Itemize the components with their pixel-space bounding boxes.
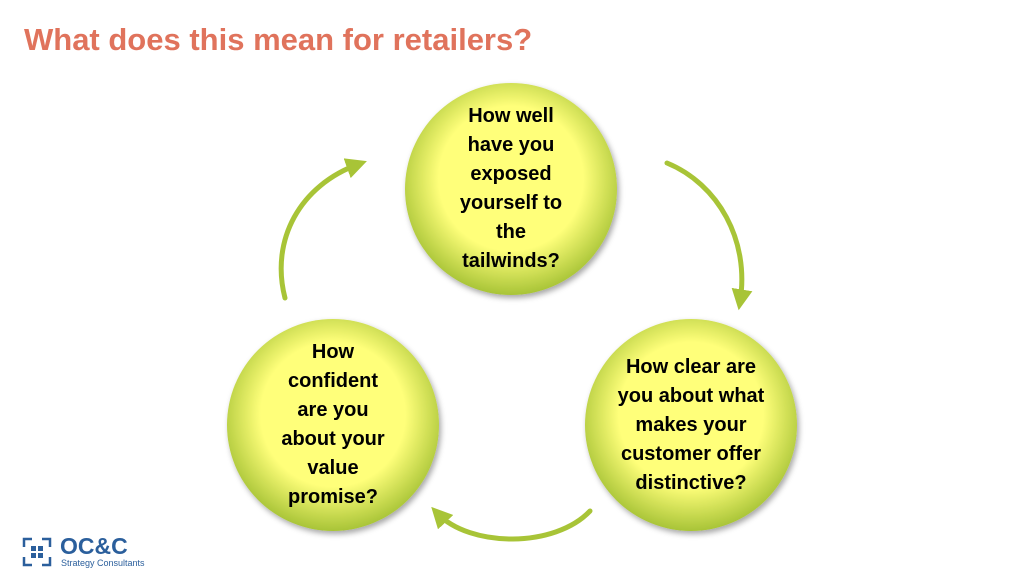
- circle-top: [405, 83, 617, 295]
- node-line: distinctive?: [635, 471, 747, 494]
- node-line: about your: [281, 428, 385, 450]
- node-line: customer offer: [620, 442, 761, 465]
- node-text-left: How confident are you about your value p…: [243, 335, 423, 515]
- circle-left: [227, 319, 439, 531]
- node-line: you about what: [617, 384, 765, 407]
- node-line: yourself to: [459, 192, 563, 214]
- slide-title: What does this mean for retailers?: [24, 22, 533, 57]
- node-line: value: [307, 457, 359, 479]
- node-text-right: How clear are you about what makes your …: [591, 335, 791, 515]
- logo-name: OC&C: [60, 533, 128, 559]
- node-line: How well: [468, 105, 554, 127]
- node-line: How clear are: [625, 355, 757, 378]
- node-line: exposed: [470, 163, 552, 185]
- node-line: How: [311, 341, 355, 363]
- circle-right: [585, 319, 797, 531]
- node-line: tailwinds?: [462, 250, 560, 272]
- node-line: promise?: [287, 486, 379, 508]
- logo-grid-icon: [22, 537, 52, 567]
- arrow-top-to-right: [664, 160, 753, 311]
- node-text-top: How well have you exposed yourself to th…: [421, 99, 601, 279]
- node-line: makes your: [635, 413, 747, 436]
- node-line: the: [496, 221, 526, 243]
- arrow-right-to-left: [431, 506, 593, 542]
- node-line: have you: [467, 134, 555, 156]
- node-line: are you: [297, 399, 369, 421]
- arrow-left-to-top: [278, 158, 367, 301]
- logo-tagline: Strategy Consultants: [61, 558, 145, 568]
- node-line: confident: [288, 370, 378, 392]
- company-logo: OC&C Strategy Consultants: [22, 533, 152, 569]
